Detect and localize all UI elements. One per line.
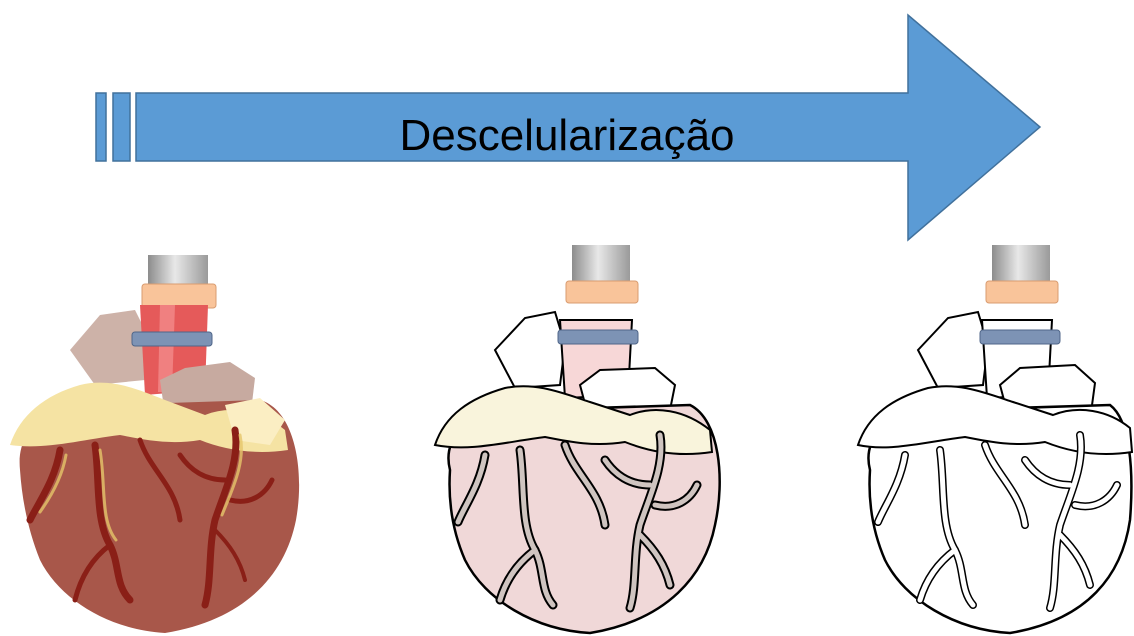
cannula-ring-bottom	[131, 331, 213, 347]
cannula-tube	[572, 245, 630, 283]
cannula-ring-bottom	[557, 329, 639, 345]
arrow-tail-bar-1	[95, 92, 107, 162]
cannula-tube	[992, 245, 1050, 283]
native-heart	[10, 255, 300, 633]
atrium-left	[70, 310, 150, 385]
coronary-vessels	[26, 426, 275, 609]
decellularized-heart	[856, 245, 1134, 635]
cannula-ring-top	[141, 283, 217, 309]
arrow-body	[135, 13, 1042, 242]
fat-lobe	[225, 398, 285, 445]
arrow-tail-bar-2	[112, 92, 131, 162]
cannula-ring-bottom	[979, 329, 1061, 345]
cannula-ring-top	[985, 280, 1059, 304]
ventricle	[19, 400, 300, 633]
coronary-vessels-fill	[455, 432, 700, 611]
partial-heart	[433, 245, 721, 635]
fat-layer	[433, 385, 714, 455]
coronary-vessels-fill	[875, 432, 1120, 611]
coronary-fat-lines	[38, 433, 243, 542]
fat-layer	[10, 382, 288, 452]
atrium-left	[493, 310, 567, 390]
fat-layer	[856, 385, 1134, 455]
process-arrow: Descelularização	[95, 13, 1042, 242]
cannula-ring-top	[565, 280, 639, 304]
atrium-left	[916, 310, 990, 390]
arrow-label: Descelularização	[399, 111, 734, 160]
aorta-highlight	[158, 305, 175, 392]
